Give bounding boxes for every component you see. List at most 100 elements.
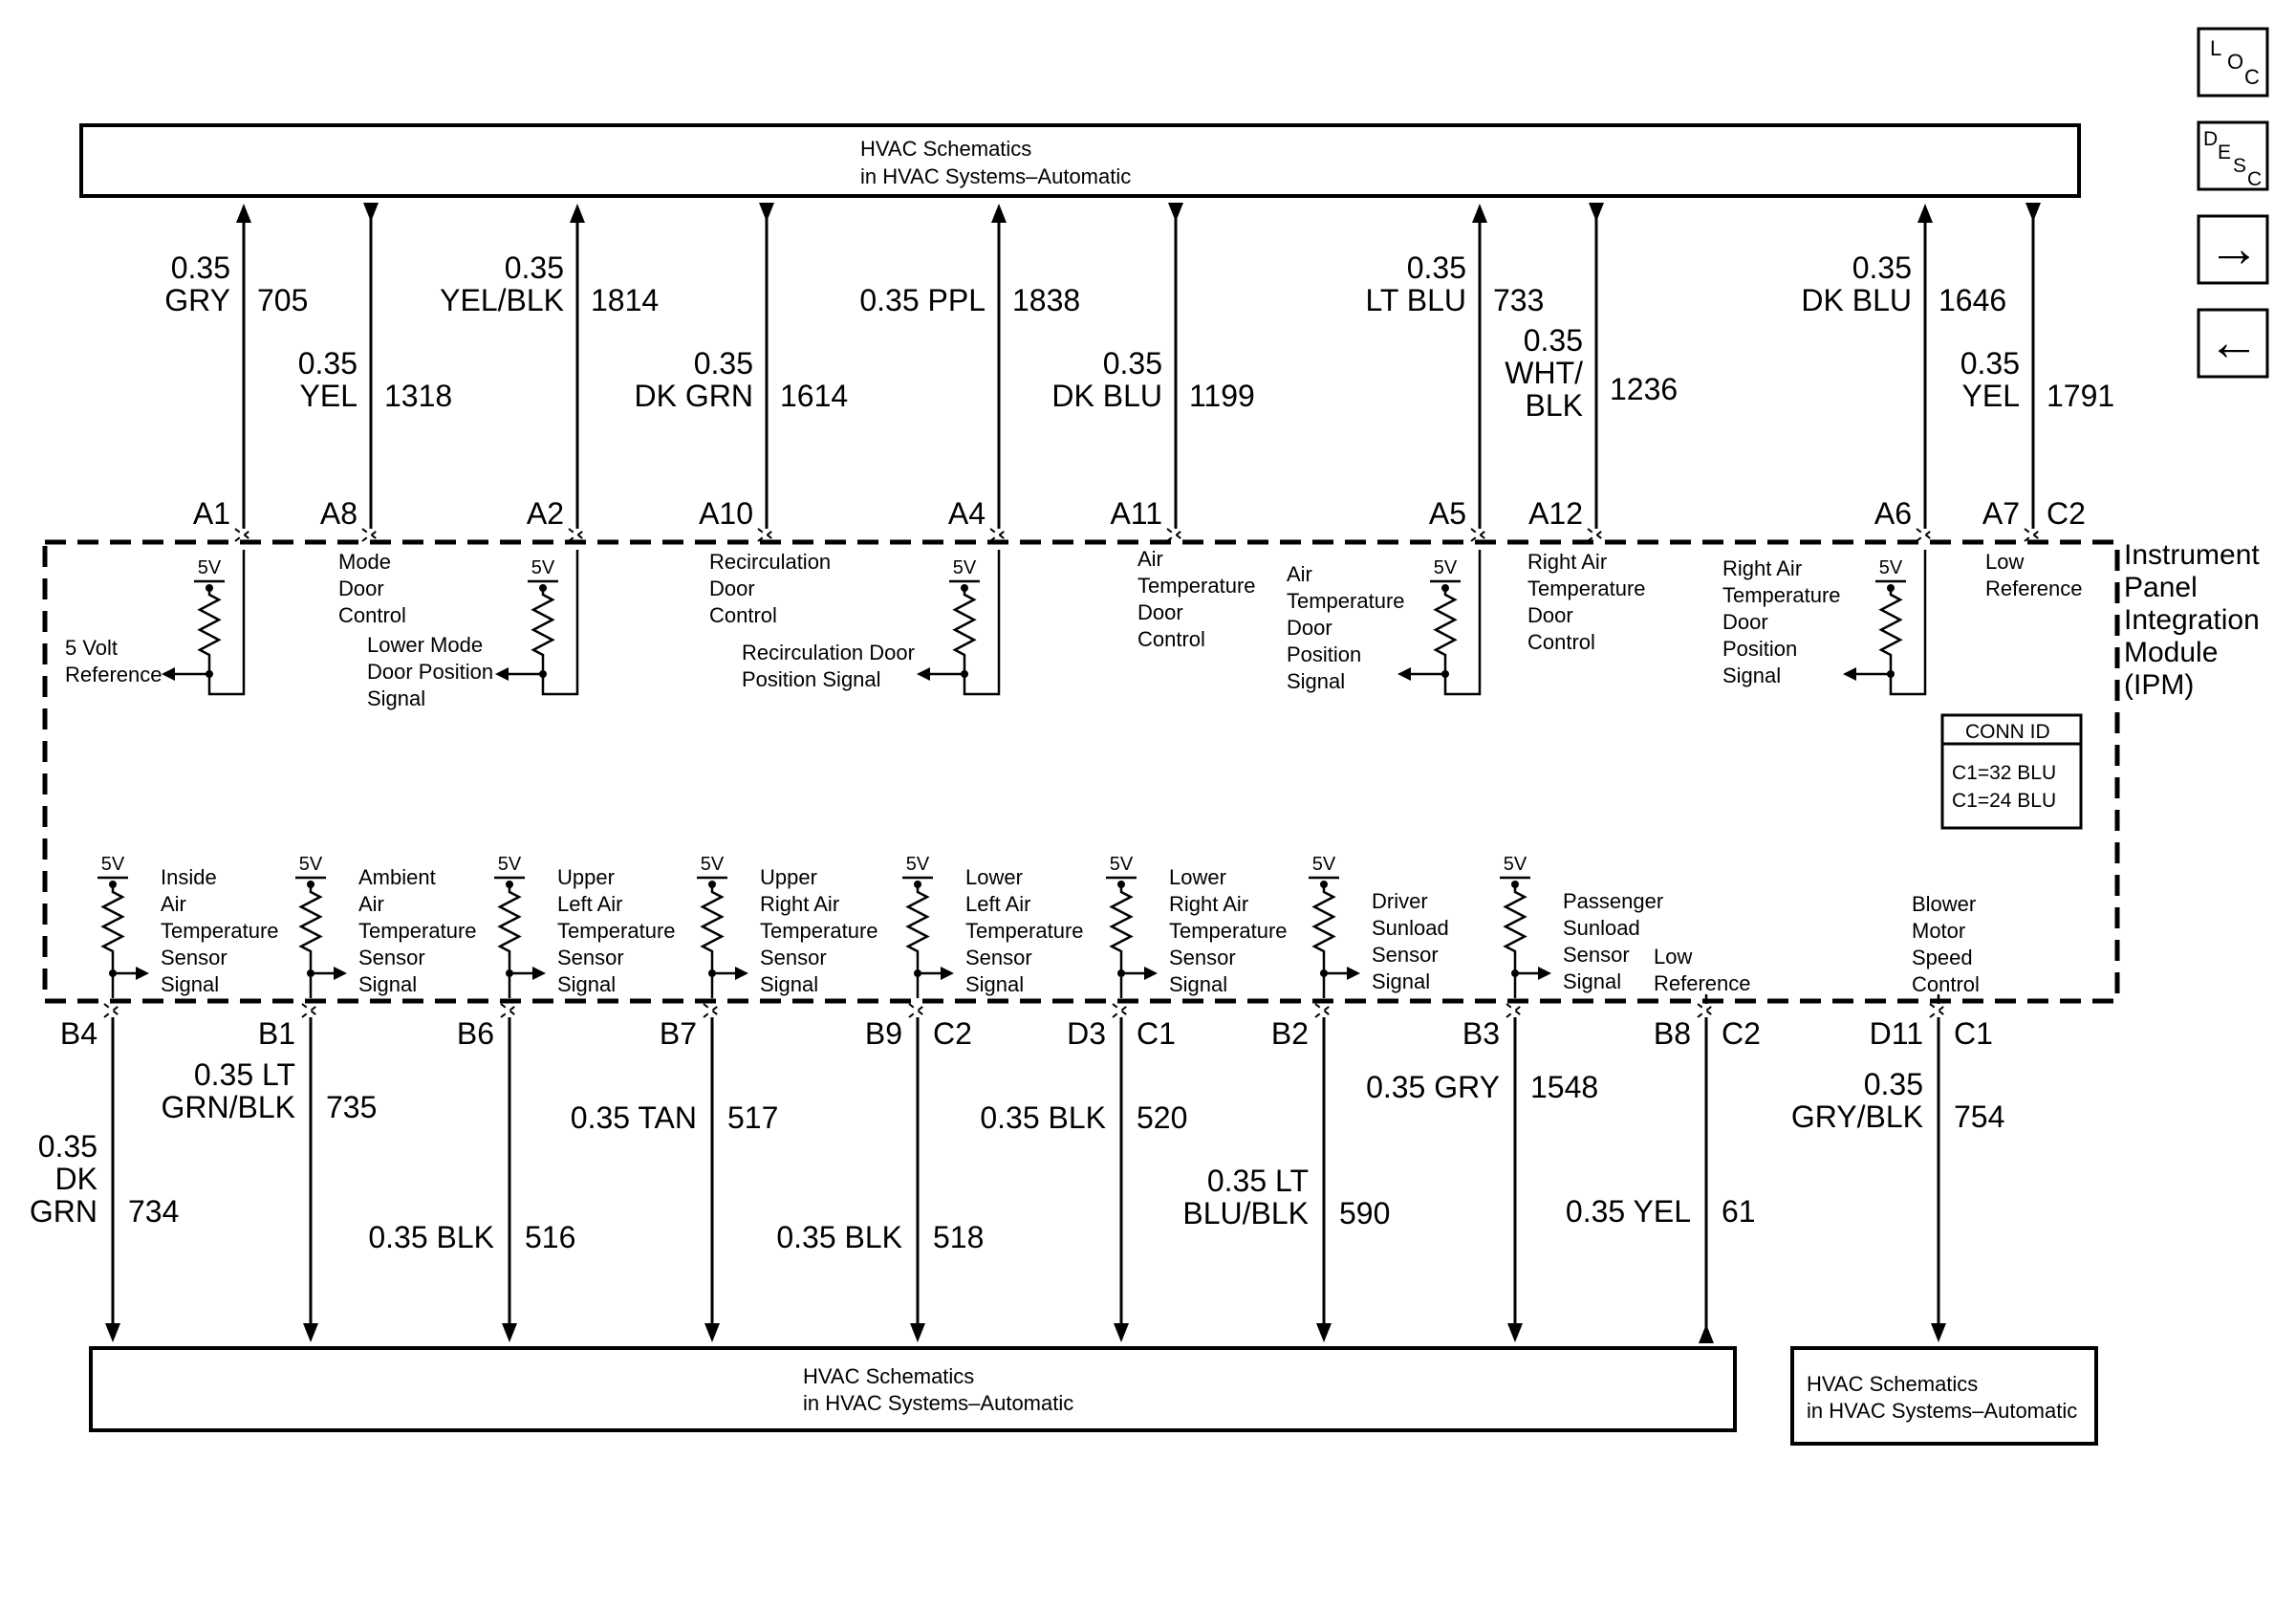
- signal-label: Blower: [1912, 892, 1976, 916]
- pin-connector: [1166, 533, 1185, 542]
- sensor-return-line: [1889, 550, 1927, 696]
- resistor-icon: [700, 887, 725, 956]
- wire-color-label: 0.35: [694, 346, 753, 381]
- pin-label: A1: [193, 496, 230, 531]
- pin-connector: [1112, 1009, 1131, 1018]
- signal-label: Signal: [1287, 669, 1345, 693]
- circuit-number: 1236: [1610, 372, 1678, 406]
- wire-color-label: LT BLU: [1365, 283, 1466, 317]
- signal-label: Signal: [1169, 972, 1227, 996]
- circuit-number: 1548: [1530, 1070, 1598, 1104]
- desc-button[interactable]: D E S C: [2197, 120, 2269, 191]
- right-arrow-icon: →: [2208, 220, 2260, 277]
- signal-label: Temperature: [161, 919, 279, 943]
- loc-button[interactable]: L O C: [2197, 27, 2269, 98]
- wire-color-label: BLK: [1526, 388, 1583, 423]
- arrow-up-icon: [1472, 204, 1487, 223]
- node-dot: [1117, 881, 1125, 888]
- signal-label: Air: [161, 892, 186, 916]
- signal-label: Low: [1985, 550, 2024, 574]
- sensor-return-line: [541, 550, 579, 696]
- signal-label: Door: [1137, 600, 1183, 624]
- pin-label: A5: [1429, 496, 1466, 531]
- signal-label: Reference: [65, 663, 162, 686]
- pin-connector: [989, 528, 1008, 537]
- wire-color-label: 0.35: [1960, 346, 2020, 381]
- signal-label: Driver: [1372, 889, 1428, 913]
- wire-color-label: WHT/: [1505, 356, 1583, 390]
- pin-label: B3: [1462, 1016, 1500, 1051]
- arrow-up-icon: [1699, 1324, 1714, 1343]
- pin-connector: [234, 533, 253, 542]
- pin-connector: [1587, 528, 1606, 537]
- bottom-block-line-1: HVAC Schematics: [803, 1364, 974, 1388]
- circuit-number: 1838: [1012, 283, 1080, 317]
- arrow-down-icon: [1589, 203, 1604, 222]
- five-volt-label: 5V: [101, 854, 125, 875]
- pin-connector: [1112, 1003, 1131, 1012]
- pin-connector: [500, 1003, 519, 1012]
- node-dot: [1887, 584, 1895, 592]
- wire-color-label: GRN/BLK: [162, 1090, 295, 1124]
- signal-label: Signal: [1563, 969, 1621, 993]
- wire-color-label: DK BLU: [1801, 283, 1912, 317]
- pin-connector: [703, 1009, 722, 1018]
- pin-label: B2: [1271, 1016, 1309, 1051]
- wire-color-label: 0.35: [171, 250, 230, 285]
- pin-connector: [1697, 1003, 1716, 1012]
- resistor-icon: [100, 887, 125, 956]
- signal-label: Temperature: [965, 919, 1084, 943]
- signal-label: Low: [1654, 945, 1692, 969]
- pin-label: A12: [1528, 496, 1583, 531]
- loc-letter-l: L: [2210, 36, 2221, 60]
- signal-label: Control: [1912, 972, 1980, 996]
- pin-connector: [361, 528, 380, 537]
- circuit-number: 1646: [1939, 283, 2006, 317]
- signal-label: Temperature: [1287, 589, 1405, 613]
- arrow-down-icon: [1931, 1323, 1946, 1342]
- signal-label: Passenger: [1563, 889, 1663, 913]
- wire-color-label: 0.35: [1852, 250, 1912, 285]
- pin-connector: [1166, 528, 1185, 537]
- signal-label: Temperature: [1722, 583, 1841, 607]
- pin-connector: [234, 528, 253, 537]
- signal-label: Temperature: [1169, 919, 1288, 943]
- wire-color-label: 0.35 BLK: [980, 1100, 1106, 1135]
- signal-label: Air: [358, 892, 384, 916]
- circuit-number: 754: [1954, 1099, 2004, 1134]
- pin-connector: [500, 1009, 519, 1018]
- bottom-right-block-line-1: HVAC Schematics: [1807, 1372, 1978, 1396]
- five-volt-label: 5V: [1434, 557, 1458, 578]
- pin-label: A2: [527, 496, 564, 531]
- signal-label: Mode: [338, 550, 391, 574]
- circuit-number: 735: [326, 1090, 377, 1124]
- pin-label: B1: [258, 1016, 295, 1051]
- signal-label: Temperature: [557, 919, 676, 943]
- circuit-number: 590: [1339, 1196, 1390, 1230]
- arrow-down-icon: [1168, 203, 1183, 222]
- pin-label: A7: [1982, 496, 2020, 531]
- arrow-up-icon: [991, 204, 1007, 223]
- circuit-number: 1791: [2047, 379, 2114, 413]
- signal-arrow-icon: [1347, 967, 1360, 980]
- resistor-icon: [1433, 590, 1458, 660]
- node-dot: [109, 881, 117, 888]
- signal-arrow-icon: [162, 667, 175, 681]
- sensor-return-line: [963, 550, 1001, 696]
- node-dot: [961, 584, 968, 592]
- signal-label: Upper: [557, 865, 615, 889]
- five-volt-label: 5V: [531, 557, 555, 578]
- next-page-button[interactable]: →: [2197, 214, 2269, 285]
- signal-arrow-icon: [136, 967, 149, 980]
- arrow-down-icon: [502, 1323, 517, 1342]
- prev-page-button[interactable]: ←: [2197, 308, 2269, 379]
- five-volt-label: 5V: [1504, 854, 1527, 875]
- signal-arrow-icon: [1397, 667, 1411, 681]
- wire-color-label: 0.35 BLK: [368, 1220, 494, 1254]
